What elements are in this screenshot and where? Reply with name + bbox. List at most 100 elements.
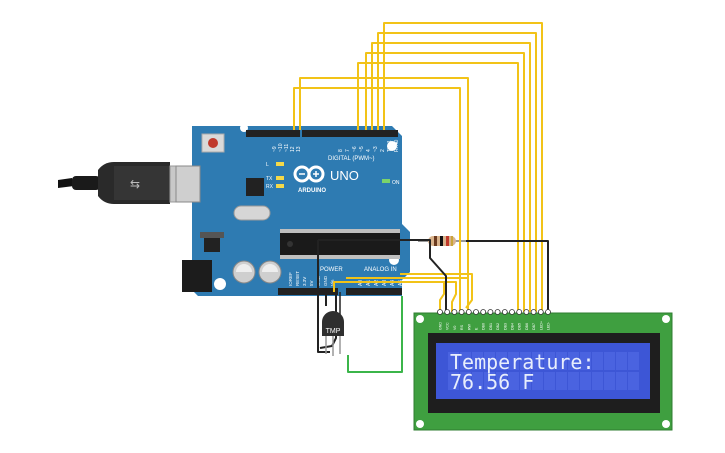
lcd-pin[interactable] [465,309,472,315]
wire-d5-db4[interactable] [365,52,525,312]
lcd-line-2: 76.56 F [450,370,534,394]
lcd-cell [544,352,555,370]
lcd-pin-label: E [475,327,479,330]
on-led-label: ON [392,180,400,186]
wire-5v-branch[interactable] [346,277,469,312]
lcd-cell [532,352,543,370]
wire-d3-db6[interactable] [377,32,537,312]
usb-symbol-icon: ⇆ [130,177,140,191]
lcd-pin[interactable] [501,309,508,315]
voltage-regulator [204,236,220,252]
wire-a5[interactable] [400,273,473,309]
led-rx-label: RX [266,184,274,190]
lcd-pin-label: DB1 [489,323,493,330]
analog-in-label: ANALOG IN [364,267,397,273]
lcd-cell [604,372,615,390]
power-pin-label: RESET [295,271,300,286]
lcd-cell [448,352,459,370]
mounting-hole [662,420,670,428]
lcd-pin[interactable] [437,309,443,315]
digital-header [246,130,398,137]
power-pin-label: Vin [330,279,335,286]
lcd-pin[interactable] [523,309,530,315]
power-analog-header [278,288,402,295]
wire-d4-db5[interactable] [371,42,531,312]
lcd-cell [580,352,591,370]
lcd-line-1: Temperature: [450,350,595,374]
arduino-logo-icon [293,165,325,183]
lcd-pin[interactable] [444,309,451,315]
lcd-cell [508,352,519,370]
lcd-cell [472,352,483,370]
lcd-cell [448,372,459,390]
mounting-hole [662,315,670,323]
wire-d12-rs[interactable] [299,77,469,312]
power-label: POWER [320,267,343,273]
usb-port [175,165,201,203]
digital-pin-label: 7 [345,149,351,152]
lcd-pin[interactable] [473,309,479,315]
lcd-pin-label: RS [460,324,464,330]
wire-resistor-led[interactable] [466,240,549,312]
wire-5v-vcc[interactable] [333,281,445,312]
usb-interface-chip [246,178,264,196]
lcd-pin-label: DB6 [525,323,529,330]
lcd-cell [616,372,627,390]
lcd-pin[interactable] [509,309,515,315]
lcd-pin[interactable] [530,309,537,315]
tmp-label: TMP [326,328,341,335]
lcd-cell [472,372,483,390]
lcd-pin-label: DB7 [532,323,536,330]
lcd-pin[interactable] [537,309,544,315]
lcd-cell [556,352,567,370]
brand-label: ARDUINO [298,188,326,194]
lcd-pin[interactable] [516,309,523,315]
digital-pin-label: ~6 [352,146,358,152]
lcd-pin[interactable] [545,309,551,315]
lcd-cell [556,372,567,390]
digital-pin-label: ~10 [278,143,284,152]
atmega-chip [280,229,400,259]
lcd-cell [520,372,531,390]
lcd-pin[interactable] [451,309,458,315]
lcd-cell [568,372,579,390]
reset-button[interactable] [201,133,225,153]
mounting-hole [387,141,397,151]
lcd-pin-label: LED+ [539,321,543,330]
digital-pin-label: 12 [290,146,296,152]
lcd-cell [532,372,543,390]
digital-pwm-label: DIGITAL (PWM~) [328,156,375,162]
lcd-pin[interactable] [494,309,501,315]
lcd-pin-label: DB4 [511,323,515,330]
lcd-cell [484,372,495,390]
wire-gnd-lcd[interactable] [318,239,447,312]
digital-pin-label: ~3 [373,146,379,152]
lcd-cell [628,352,639,370]
digital-pin-label: ~5 [359,146,365,152]
wire-sensor-a0[interactable] [347,296,403,373]
wire-5v-bus[interactable] [334,281,457,312]
wire-d6-db3[interactable] [357,62,519,312]
power-pin-label: IOREF [288,272,293,286]
arduino-uno-board[interactable]: L TX RX ON UNO ARDUINO DIGITAL (PWM~) 13… [175,124,410,296]
wire-d11-e[interactable] [293,87,461,312]
lcd-cell [496,372,507,390]
digital-pin-label: ~11 [284,144,290,152]
power-pin-label: 3.3V [302,277,307,286]
wire-d2-db7[interactable] [383,22,543,312]
lcd-cell [568,352,579,370]
lcd-pin-label: DB5 [518,323,522,330]
wires[interactable] [293,22,549,373]
lcd-pin[interactable] [487,309,494,315]
lcd-cell [544,372,555,390]
tmp-sensor[interactable]: TMP [322,311,344,356]
lcd-cell [580,372,591,390]
lcd-pin-label: GND [439,322,443,330]
lcd-pin[interactable] [458,309,465,315]
lcd-pin[interactable] [480,309,487,315]
lcd-cell [520,352,531,370]
crystal-oscillator [233,205,271,221]
